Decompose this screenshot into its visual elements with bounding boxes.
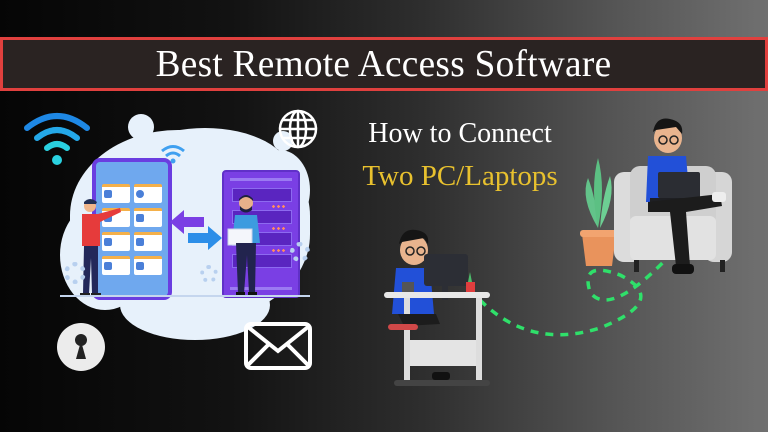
- person-at-desk: [384, 229, 490, 386]
- envelope-icon: [244, 322, 312, 370]
- keyhole-lock-icon: [57, 323, 105, 371]
- subtitle-line1: How to Connect: [368, 118, 552, 149]
- gear-icon: [290, 242, 310, 262]
- subtitle-line2: Two PC/Laptops: [362, 160, 558, 192]
- potted-plant: [580, 158, 618, 266]
- globe-icon: [278, 109, 318, 149]
- gear-icon: [64, 262, 86, 284]
- two-pc-illustration: [370, 100, 768, 432]
- wifi-icon: [24, 113, 90, 165]
- remote-access-illustration: [0, 0, 340, 432]
- title-banner: Best Remote Access Software: [0, 37, 768, 91]
- person-red-shirt: [80, 199, 121, 297]
- ground-line: [60, 295, 310, 297]
- swap-arrows-icon: [170, 210, 222, 250]
- page-title: Best Remote Access Software: [156, 43, 612, 85]
- gear-icon: [200, 265, 218, 283]
- person-on-armchair: [614, 118, 732, 274]
- person-with-laptop: [227, 195, 260, 296]
- small-wifi-icon: [161, 145, 185, 164]
